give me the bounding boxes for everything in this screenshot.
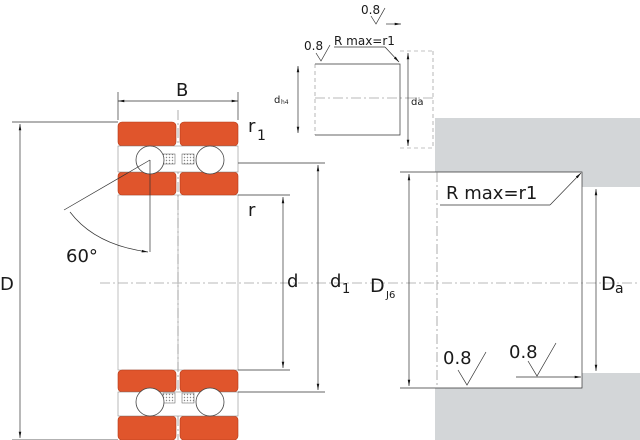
chamfer-inner-label: r [248,200,256,221]
bearing-section [117,121,239,440]
housing-radius-note: R max=r1 [446,183,537,204]
shaft-shoulder-label: da [411,97,423,108]
housing-bore-label: D [370,275,385,297]
shaft-detail [296,7,434,149]
shaft-roughness-1: 0.8 [304,39,323,53]
housing-bore-sub: J6 [385,290,395,301]
bore-label: d [287,271,298,292]
ball [195,145,225,175]
housing-roughness-2: 0.8 [509,342,538,363]
ball [135,387,165,417]
outer-ring-left-top [117,121,177,147]
housing [435,118,640,440]
housing-shoulder-sub: a [615,281,624,297]
shaft-roughness-2: 0.8 [361,3,380,17]
d1-sub: 1 [342,282,350,297]
width-label: B [176,80,188,101]
chamfer-outer-sub: 1 [257,128,266,144]
housing-roughness-1: 0.8 [443,348,472,369]
housing-shoulder-label: D [601,273,616,295]
shaft-diameter-label: d [274,95,280,106]
outer-ring-right-top [179,121,239,147]
outer-diameter-label: D [0,274,14,295]
contact-angle-label: 60° [66,246,98,267]
shaft-radius-note: R max=r1 [334,34,395,48]
d1-label: d [330,271,341,292]
chamfer-outer-label: r [248,116,256,137]
shaft-diameter-sub: h4 [281,99,289,106]
ball [195,387,225,417]
